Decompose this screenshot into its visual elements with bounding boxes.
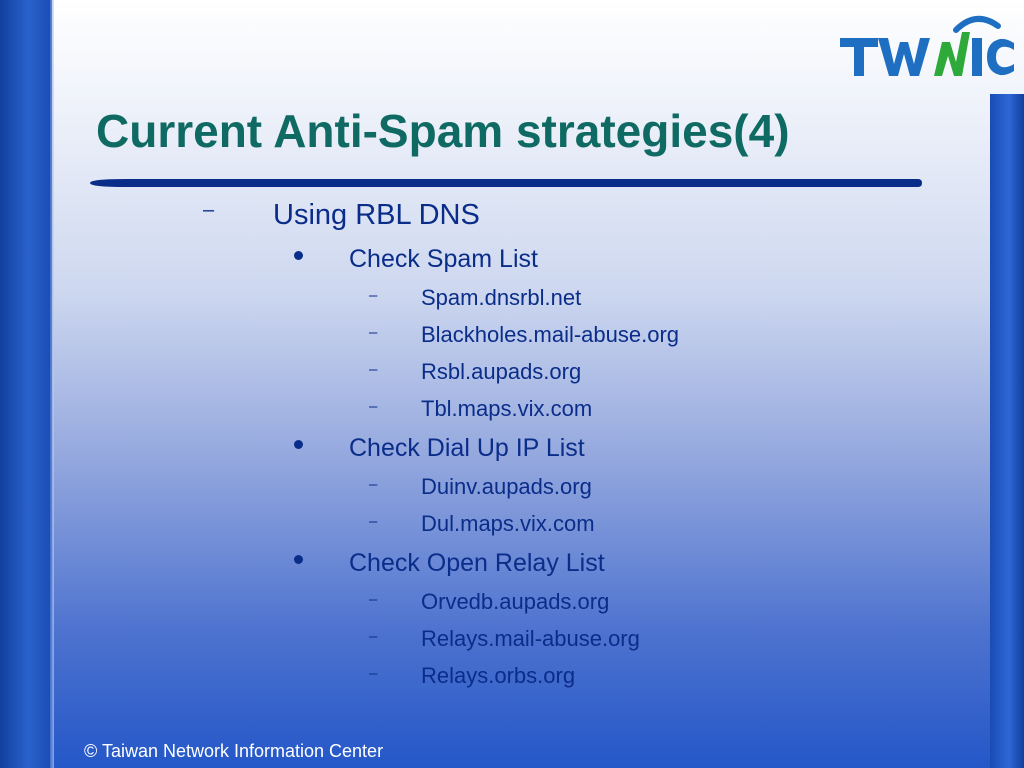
list-item-text: Tbl.maps.vix.com bbox=[421, 396, 593, 421]
list-item-text: Dul.maps.vix.com bbox=[421, 511, 595, 536]
slide-title: Current Anti-Spam strategies(4) bbox=[96, 105, 790, 157]
list-item-text: Orvedb.aupads.org bbox=[421, 589, 610, 614]
dot-marker bbox=[294, 251, 303, 260]
footer-copyright: © Taiwan Network Information Center bbox=[84, 741, 384, 761]
dash-marker: – bbox=[369, 628, 378, 645]
title-underline bbox=[90, 179, 922, 187]
dash-marker: – bbox=[369, 287, 378, 304]
left-decorative-bar bbox=[0, 0, 52, 768]
left-bar-highlight bbox=[50, 0, 54, 768]
list-item-text: Relays.mail-abuse.org bbox=[421, 626, 640, 651]
bullet-text: Check Dial Up IP List bbox=[349, 434, 585, 462]
dot-marker bbox=[294, 440, 303, 449]
list-item-text: Relays.orbs.org bbox=[421, 663, 576, 688]
dash-marker: – bbox=[369, 513, 378, 530]
list-item-text: Rsbl.aupads.org bbox=[421, 359, 582, 384]
dash-marker: – bbox=[203, 199, 215, 221]
right-decorative-bar bbox=[990, 94, 1024, 768]
list-item-text: Blackholes.mail-abuse.org bbox=[421, 322, 680, 347]
bullet-text: Check Open Relay List bbox=[349, 549, 605, 577]
dot-marker bbox=[294, 555, 303, 564]
dash-marker: – bbox=[369, 361, 378, 378]
dash-marker: – bbox=[369, 324, 378, 341]
twnic-logo bbox=[840, 16, 1014, 76]
bullet-text: Check Spam List bbox=[349, 245, 538, 273]
bullet-text: Using RBL DNS bbox=[273, 199, 480, 231]
dash-marker: – bbox=[369, 476, 378, 493]
dash-marker: – bbox=[369, 665, 378, 682]
list-item-text: Spam.dnsrbl.net bbox=[421, 285, 582, 310]
dash-marker: – bbox=[369, 398, 378, 415]
list-item-text: Duinv.aupads.org bbox=[421, 474, 592, 499]
dash-marker: – bbox=[369, 591, 378, 608]
